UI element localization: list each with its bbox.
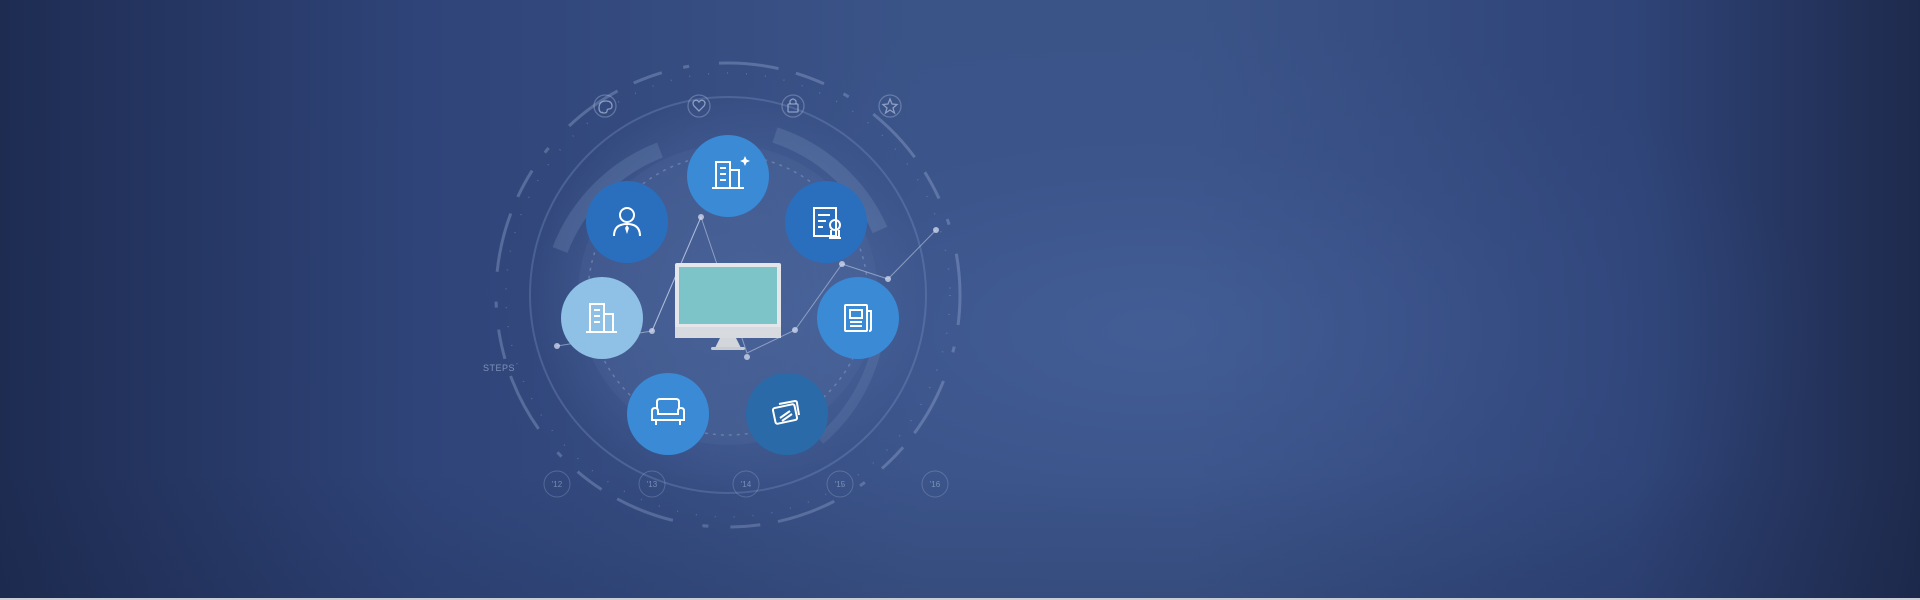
inner-ring (529, 96, 927, 494)
year-marker (921, 470, 949, 498)
connector-dots (554, 214, 939, 360)
connector-dot (649, 328, 655, 334)
connector-dot (744, 354, 750, 360)
user-tie-icon[interactable] (586, 181, 668, 263)
heart-icon (687, 94, 711, 118)
year-markers (543, 470, 949, 498)
connector-dot (839, 261, 845, 267)
service-circles (561, 135, 899, 455)
connector-dot (554, 343, 560, 349)
outer-dotted-ring (505, 72, 951, 518)
year-marker (732, 470, 760, 498)
ring-arc-2 (772, 127, 888, 234)
star-icon (878, 94, 902, 118)
year-label: '14 (741, 480, 752, 489)
credit-card-icon[interactable] (746, 373, 828, 455)
lock-icon (781, 94, 805, 118)
year-labels: '12 '13 '14 '15 '16 (552, 480, 941, 489)
connector-dot (792, 327, 798, 333)
steps-label: STEPS (483, 363, 515, 373)
connector-dot (885, 276, 891, 282)
outer-dashed-ring (494, 61, 962, 529)
ring-arc-1 (552, 142, 663, 253)
newspaper-icon[interactable] (817, 277, 899, 359)
office-building-icon[interactable] (561, 277, 643, 359)
building-plus-icon[interactable] (687, 135, 769, 217)
year-label: '12 (552, 480, 563, 489)
top-icon-row (593, 94, 902, 118)
year-label: '13 (647, 480, 658, 489)
year-label: '15 (835, 480, 846, 489)
palette-icon (593, 94, 617, 118)
year-marker (638, 470, 666, 498)
connector-dot (698, 214, 704, 220)
year-label: '16 (930, 480, 941, 489)
document-certificate-icon[interactable] (785, 181, 867, 263)
armchair-icon[interactable] (627, 373, 709, 455)
year-marker (826, 470, 854, 498)
connector-dot (933, 227, 939, 233)
desktop-monitor-icon (675, 263, 781, 350)
bottom-divider (0, 598, 1920, 600)
year-marker (543, 470, 571, 498)
